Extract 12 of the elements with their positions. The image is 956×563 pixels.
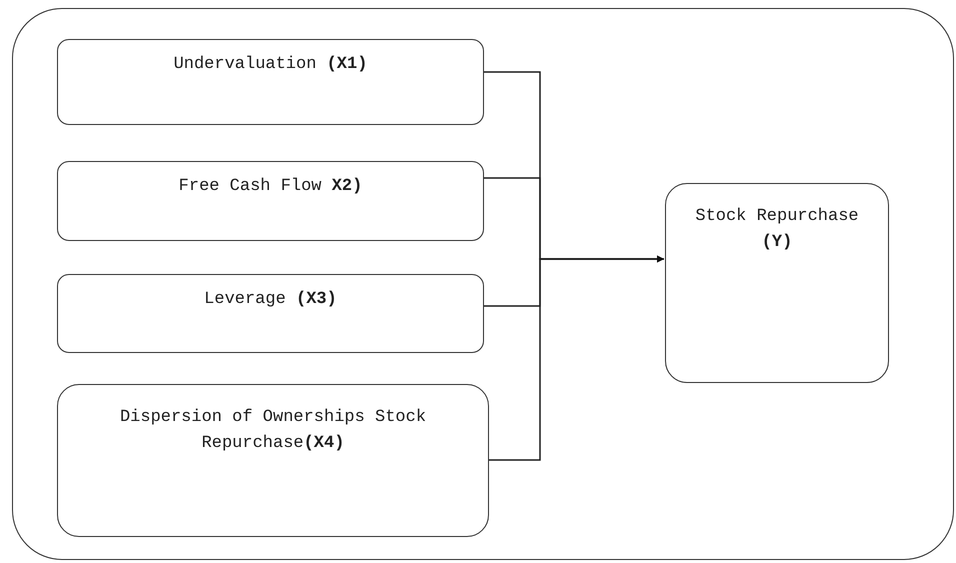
box-label: Free Cash Flow X2) — [178, 176, 364, 198]
process-box — [57, 39, 484, 125]
process-box — [57, 161, 484, 241]
box-label: Undervaluation (X1) — [172, 54, 368, 76]
process-box — [57, 384, 489, 537]
frame-box — [12, 8, 954, 560]
process-box — [665, 183, 889, 383]
arrow — [488, 256, 664, 461]
box-label: Leverage (X3) — [203, 289, 338, 311]
box-label: Dispersion of Ownerships Stock Repurchase(X4) — [118, 407, 428, 455]
process-box — [57, 274, 484, 353]
box-label: Stock Repurchase (Y) — [694, 206, 860, 254]
